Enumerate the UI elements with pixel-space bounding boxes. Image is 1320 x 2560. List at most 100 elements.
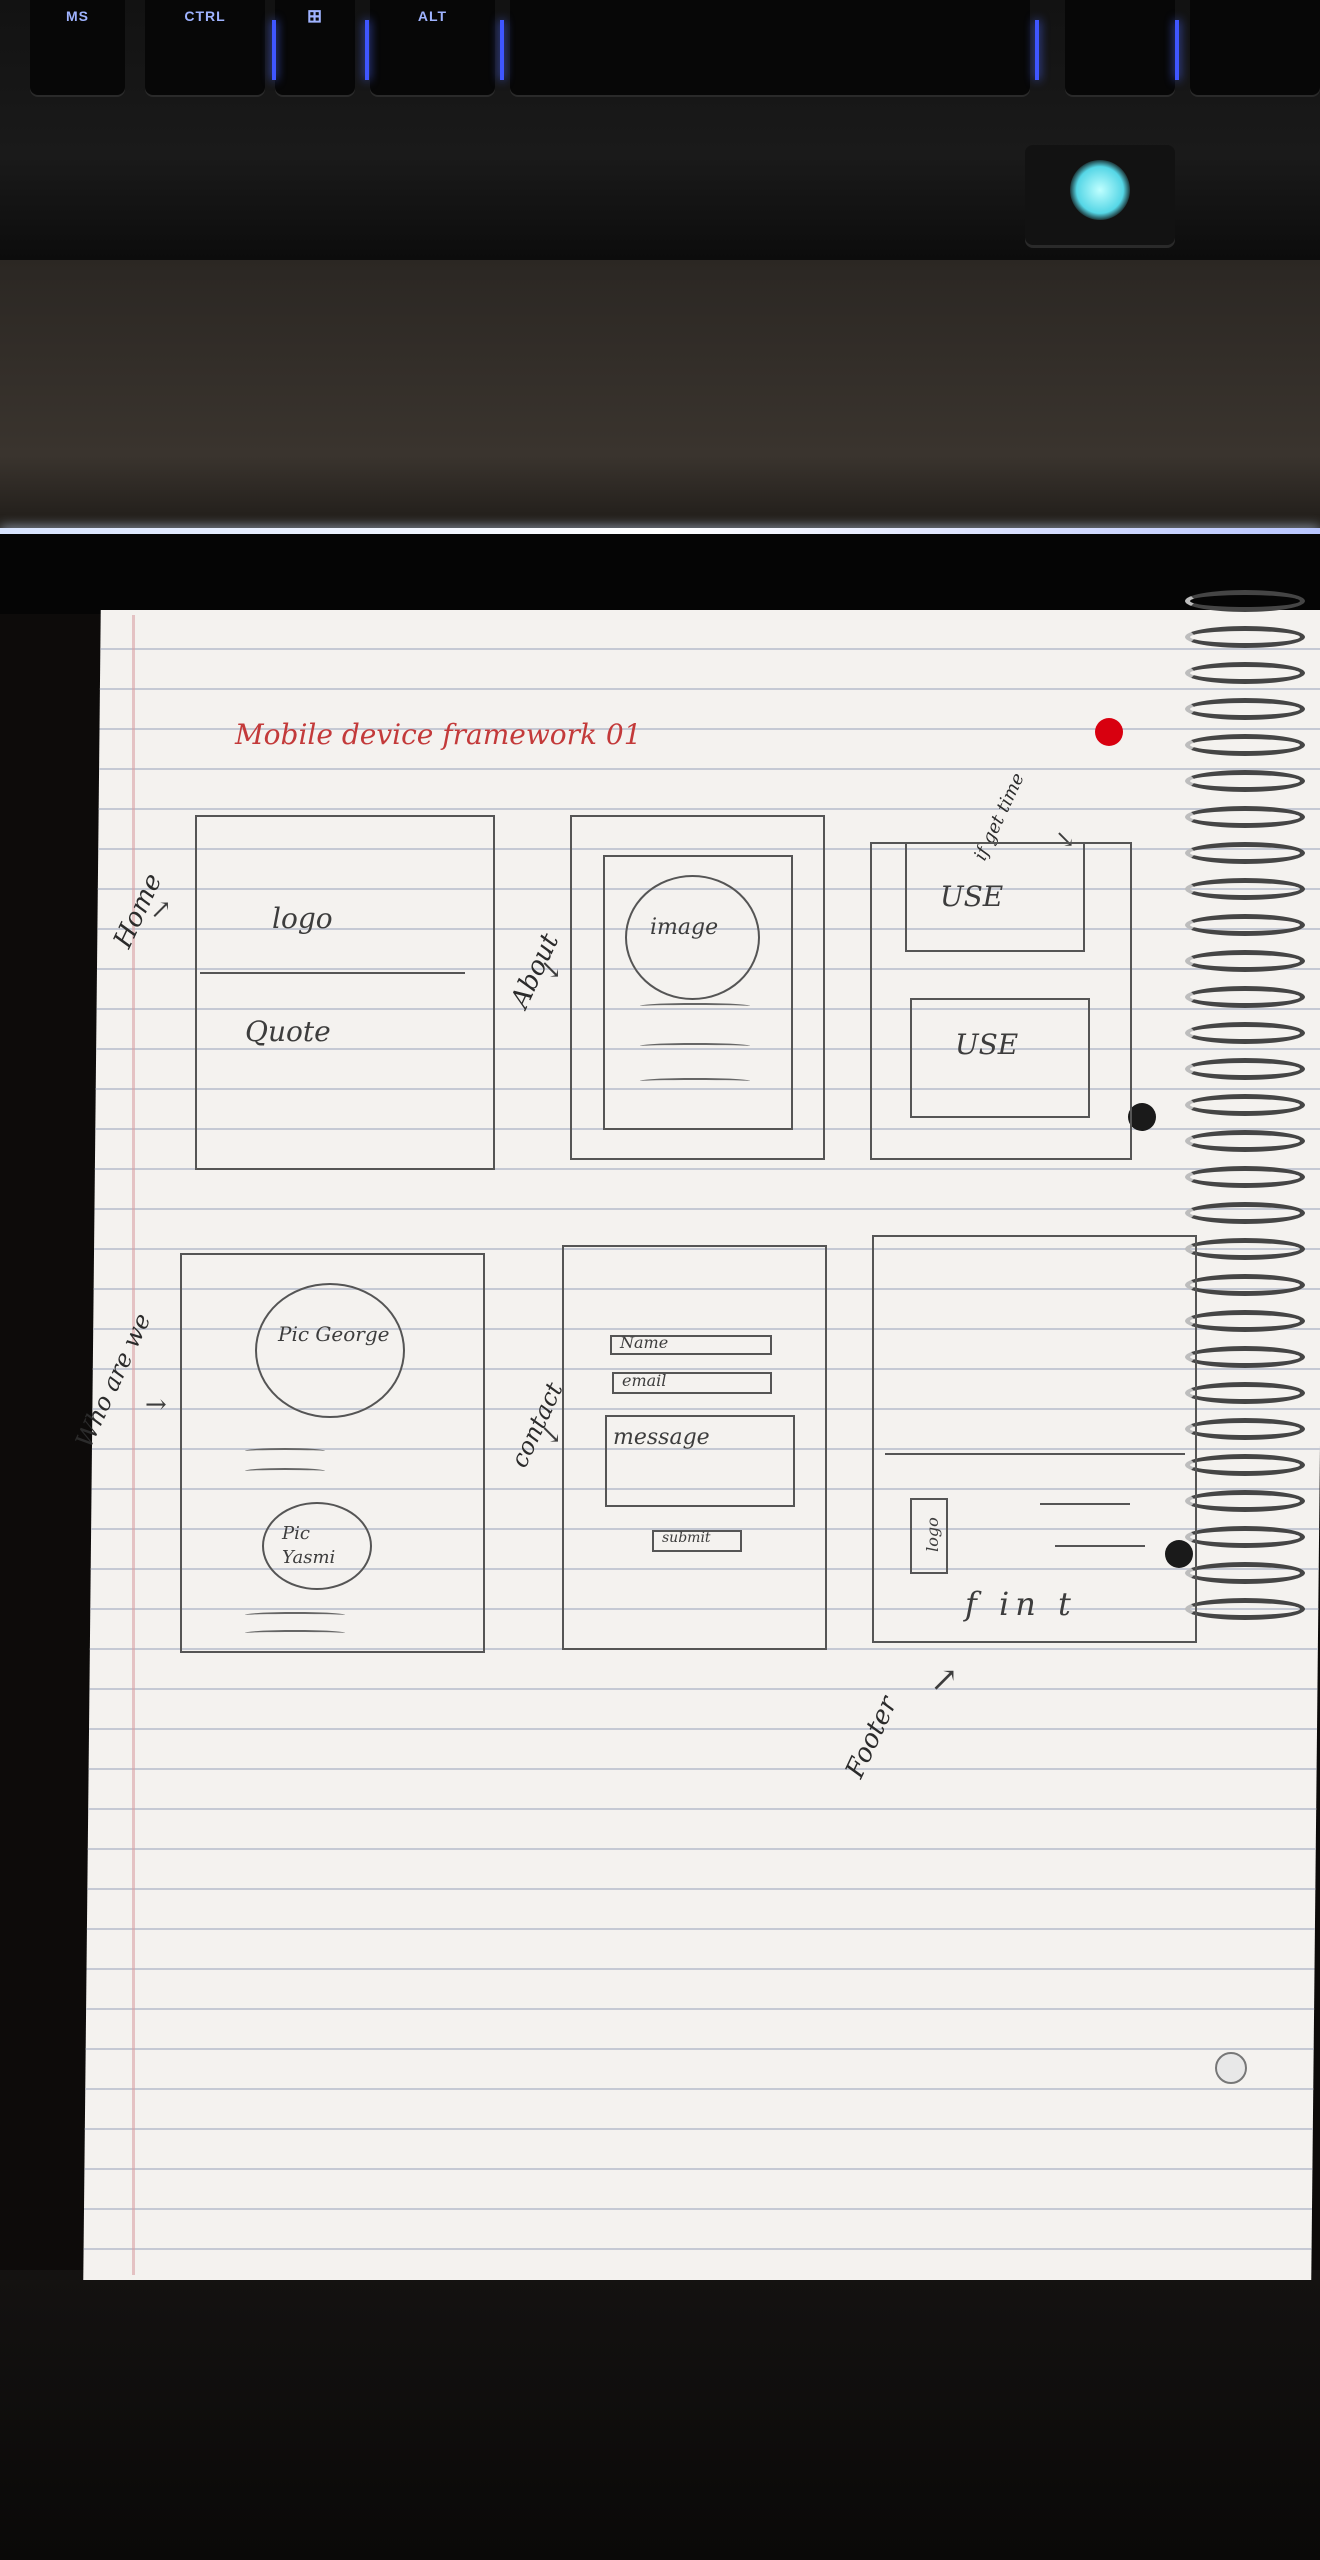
email-field-label: email — [622, 1371, 667, 1390]
keyboard: MS CTRL ⊞ ALT — [0, 0, 1320, 260]
spiral-ring — [1185, 1562, 1305, 1584]
text-placeholder-line — [245, 1630, 345, 1636]
spiral-ring — [1185, 914, 1305, 936]
key-backlight — [1175, 20, 1179, 80]
submit-button-label: submit — [662, 1530, 711, 1546]
footer-logo-placeholder — [910, 1498, 948, 1574]
sketch-title: Mobile device framework 01 — [235, 718, 642, 751]
logo-placeholder: logo — [272, 902, 333, 935]
key-backlight — [500, 20, 504, 80]
text-placeholder-line — [640, 1003, 750, 1009]
spiral-ring — [1185, 806, 1305, 828]
spiral-ring — [1185, 1022, 1305, 1044]
wireframe-who-are-we — [180, 1253, 485, 1653]
divider — [885, 1453, 1185, 1455]
footer-text-line — [1055, 1545, 1145, 1547]
text-placeholder-line — [640, 1043, 750, 1049]
email-field — [612, 1372, 772, 1394]
wireframe-footer — [872, 1235, 1197, 1643]
desk-surface — [0, 260, 1320, 540]
divider — [200, 972, 465, 974]
pic-george-label: Pic George — [278, 1322, 390, 1346]
spiral-ring — [1185, 1598, 1305, 1620]
spiral-ring — [1185, 950, 1305, 972]
use-label: USE — [940, 880, 1004, 913]
spiral-binding — [1185, 590, 1320, 1650]
keyboard-key: CTRL — [145, 0, 265, 95]
keyboard-key — [1065, 0, 1175, 95]
punch-hole — [1128, 1103, 1156, 1131]
text-placeholder-line — [245, 1468, 325, 1474]
spiral-ring — [1185, 626, 1305, 648]
spiral-ring — [1185, 590, 1305, 612]
key-backlight — [1035, 20, 1039, 80]
image-placeholder — [625, 875, 760, 1000]
arrow-icon: → — [145, 1390, 167, 1420]
keyboard-key: MS — [30, 0, 125, 95]
windows-icon: ⊞ — [306, 6, 324, 26]
spiral-ring — [1185, 734, 1305, 756]
keyboard-key — [1190, 0, 1320, 95]
pic-yasmi-label: Pic Yasmi — [282, 1523, 336, 1568]
spiral-ring — [1185, 698, 1305, 720]
text-placeholder-line — [245, 1448, 325, 1454]
image-label: image — [650, 915, 719, 940]
footer-social-links: f in t — [965, 1585, 1077, 1623]
spiral-ring — [1185, 1454, 1305, 1476]
arrow-icon: ↘ — [540, 1420, 562, 1450]
arrow-icon: ↗ — [150, 895, 172, 925]
spiral-ring — [1185, 1274, 1305, 1296]
arrow-icon: ↘ — [1055, 825, 1076, 853]
message-field-label: message — [613, 1425, 710, 1450]
use-label: USE — [955, 1028, 1019, 1061]
arrow-icon: ↗ — [930, 1660, 959, 1700]
spiral-ring — [1185, 1238, 1305, 1260]
spiral-ring — [1185, 1130, 1305, 1152]
arrow-icon: ↘ — [540, 955, 562, 985]
razer-key — [1025, 145, 1175, 245]
text-placeholder-line — [640, 1078, 750, 1084]
pic-george-placeholder — [255, 1283, 405, 1418]
footer-text-line — [1040, 1503, 1130, 1505]
name-field — [610, 1335, 772, 1355]
spiral-ring — [1185, 1382, 1305, 1404]
spiral-ring — [1185, 842, 1305, 864]
submit-button — [652, 1530, 742, 1552]
spiral-ring — [1185, 1310, 1305, 1332]
key-label: MS — [66, 8, 89, 24]
punch-hole — [1215, 2052, 1247, 2084]
use-box — [910, 998, 1090, 1118]
desk-light-strip — [0, 528, 1320, 534]
spiral-ring — [1185, 1526, 1305, 1548]
keyboard-key: ⊞ — [275, 0, 355, 95]
pic-yasmi-placeholder — [262, 1502, 372, 1590]
name-field-label: Name — [620, 1333, 669, 1352]
spiral-ring — [1185, 1166, 1305, 1188]
spiral-ring — [1185, 878, 1305, 900]
spiral-ring — [1185, 662, 1305, 684]
key-label: ALT — [417, 8, 448, 24]
about-card — [603, 855, 793, 1130]
wireframe-about — [570, 815, 825, 1160]
text-placeholder-line — [245, 1612, 345, 1618]
spiral-ring — [1185, 986, 1305, 1008]
spiral-ring — [1185, 1418, 1305, 1440]
razer-logo-icon — [1070, 160, 1130, 220]
footer-logo-label: logo — [922, 1517, 942, 1552]
quote-placeholder: Quote — [245, 1015, 331, 1048]
wireframe-home — [195, 815, 495, 1170]
spiral-ring — [1185, 1058, 1305, 1080]
wireframe-contact — [562, 1245, 827, 1650]
spiral-ring — [1185, 1346, 1305, 1368]
spiral-ring — [1185, 1490, 1305, 1512]
keyboard-key: ALT — [370, 0, 495, 95]
key-label: CTRL — [184, 8, 226, 24]
key-backlight — [272, 20, 276, 80]
key-backlight — [365, 20, 369, 80]
margin-line — [132, 615, 135, 2275]
message-field — [605, 1415, 795, 1507]
spacebar-key — [510, 0, 1030, 95]
desk-edge — [0, 534, 1320, 614]
desk-reflection — [0, 2270, 1320, 2560]
spiral-ring — [1185, 1094, 1305, 1116]
